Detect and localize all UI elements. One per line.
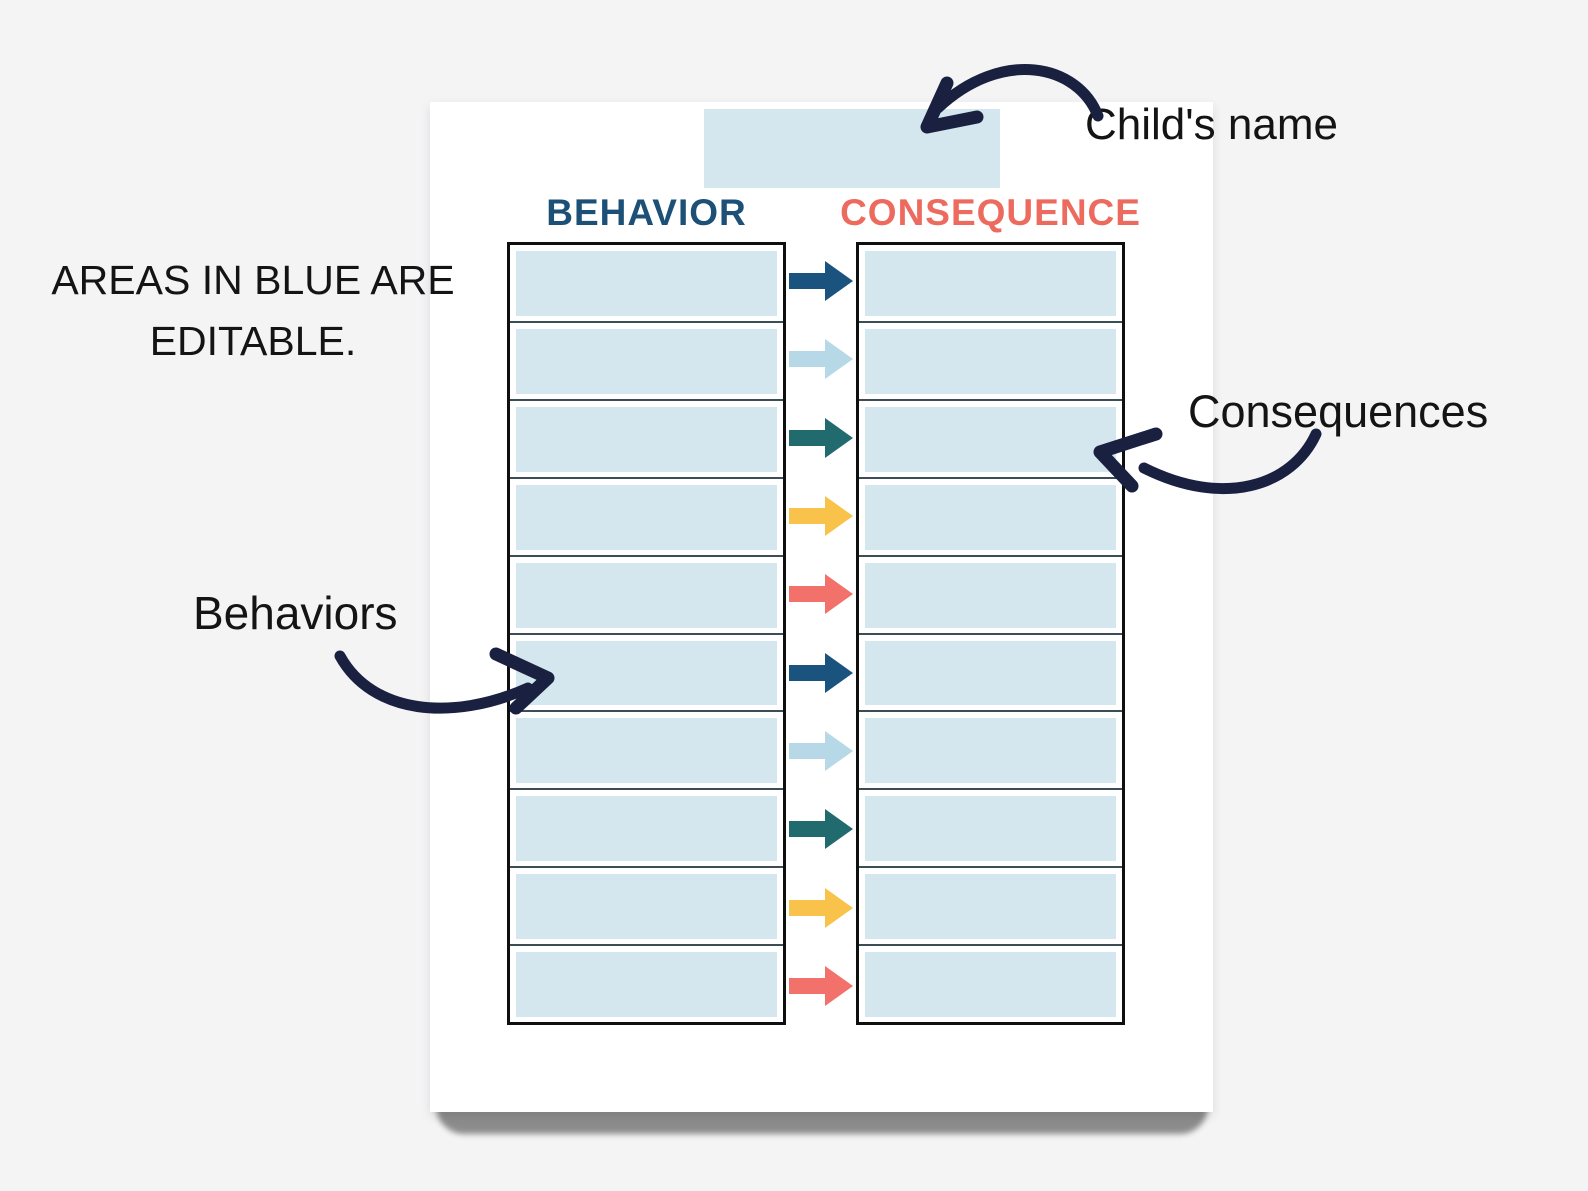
behavior-cell-field[interactable]: [516, 874, 777, 940]
behavior-cell-field[interactable]: [516, 718, 777, 784]
behavior-cell-field[interactable]: [516, 328, 777, 394]
table-row: [859, 245, 1122, 321]
childs-name-label: Child's name: [1085, 100, 1338, 149]
flow-arrow-slot: [786, 242, 856, 320]
table-row: [510, 866, 783, 944]
flow-arrow-slot: [786, 555, 856, 633]
flow-arrow-slot: [786, 947, 856, 1025]
behavior-consequence-table: [507, 242, 1125, 1025]
table-row: [510, 788, 783, 866]
behavior-column-header: BEHAVIOR: [546, 192, 747, 233]
behavior-cell-field[interactable]: [516, 251, 777, 316]
flow-arrow-slot: [786, 477, 856, 555]
flow-arrow-icon: [789, 652, 853, 693]
child-name-field[interactable]: [704, 109, 1000, 188]
flow-arrow-icon: [789, 417, 853, 458]
consequence-column: [856, 242, 1125, 1025]
behavior-column: [507, 242, 786, 1025]
editable-note-line2: EDITABLE.: [149, 318, 357, 364]
flow-arrow-icon: [789, 339, 853, 380]
flow-arrow-icon: [789, 809, 853, 850]
behavior-cell-field[interactable]: [516, 640, 777, 706]
arrow-gutter: [786, 242, 856, 1025]
table-row: [510, 710, 783, 788]
table-row: [859, 398, 1122, 477]
flow-arrow-slot: [786, 399, 856, 477]
consequence-cell-field[interactable]: [865, 251, 1116, 316]
behavior-cell-field[interactable]: [516, 484, 777, 550]
behavior-cell-field[interactable]: [516, 796, 777, 862]
consequence-cell-field[interactable]: [865, 328, 1116, 394]
flow-arrow-icon: [789, 496, 853, 537]
behavior-cell-field[interactable]: [516, 406, 777, 472]
consequence-cell-field[interactable]: [865, 718, 1116, 784]
flow-arrow-slot: [786, 790, 856, 868]
flow-arrow-icon: [789, 261, 853, 302]
table-row: [510, 476, 783, 555]
consequence-cell-field[interactable]: [865, 796, 1116, 862]
consequence-cell-field[interactable]: [865, 562, 1116, 628]
flow-arrow-slot: [786, 320, 856, 398]
consequence-cell-field[interactable]: [865, 484, 1116, 550]
behavior-cell-field[interactable]: [516, 952, 777, 1018]
editable-note: AREAS IN BLUE ARE EDITABLE.: [28, 250, 478, 372]
flow-arrow-icon: [789, 887, 853, 928]
table-row: [510, 245, 783, 321]
table-row: [859, 944, 1122, 1022]
table-row: [859, 320, 1122, 399]
table-row: [859, 554, 1122, 633]
table-row: [859, 632, 1122, 711]
flow-arrow-icon: [789, 965, 853, 1006]
consequence-column-header: CONSEQUENCE: [840, 192, 1141, 233]
table-row: [859, 710, 1122, 788]
worksheet-page: BEHAVIOR CONSEQUENCE: [430, 102, 1213, 1112]
table-row: [859, 788, 1122, 866]
table-row: [510, 398, 783, 477]
table-row: [859, 476, 1122, 555]
flow-arrow-slot: [786, 633, 856, 711]
table-row: [510, 632, 783, 711]
flow-arrow-slot: [786, 712, 856, 790]
flow-arrow-icon: [789, 730, 853, 771]
editable-note-line1: AREAS IN BLUE ARE: [51, 257, 455, 303]
consequence-cell-field[interactable]: [865, 874, 1116, 940]
flow-arrow-slot: [786, 868, 856, 946]
table-row: [859, 866, 1122, 944]
table-row: [510, 320, 783, 399]
consequence-cell-field[interactable]: [865, 640, 1116, 706]
consequence-cell-field[interactable]: [865, 952, 1116, 1018]
behaviors-label: Behaviors: [193, 587, 398, 639]
consequence-cell-field[interactable]: [865, 406, 1116, 472]
consequences-label: Consequences: [1188, 386, 1489, 437]
flow-arrow-icon: [789, 574, 853, 615]
table-row: [510, 554, 783, 633]
table-row: [510, 944, 783, 1022]
behavior-cell-field[interactable]: [516, 562, 777, 628]
